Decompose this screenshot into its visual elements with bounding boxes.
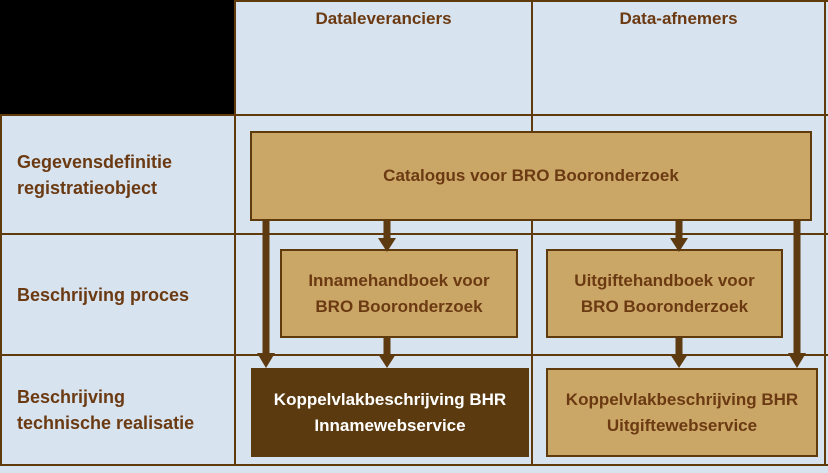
box-uitgiftehandboek: Uitgiftehandboek voor BRO Booronderzoek <box>546 249 783 338</box>
row-label-beschrijving-proces: Beschrijving proces <box>17 284 190 305</box>
table-border-top <box>0 0 828 2</box>
corner-black-cell <box>0 0 234 114</box>
grid-row-divider-header <box>0 114 828 116</box>
arrow-catalogus-to-koppelvlak-inname-icon <box>257 221 275 368</box>
row-label-gegevensdefinitie: Gegevensdefinitie registratieobject <box>17 151 173 198</box>
box-koppelvlak-innamewebservice: Koppelvlakbeschrijving BHR Innamewebserv… <box>251 368 529 457</box>
arrow-uitgiftehandboek-to-koppelvlak-icon <box>670 338 688 368</box>
arrow-catalogus-to-koppelvlak-uitgifte-icon <box>788 221 806 368</box>
box-catalogus: Catalogus voor BRO Booronderzoek <box>250 131 812 221</box>
box-innamehandboek: Innamehandboek voor BRO Booronderzoek <box>280 249 518 338</box>
arrow-catalogus-to-innamehandboek-icon <box>378 221 396 252</box>
table-border-bottom <box>0 464 828 466</box>
row-label-technische-realisatie: Beschrijving technische realisatie <box>17 387 195 433</box>
grid-col-divider-2 <box>531 0 533 466</box>
column-header-dataleveranciers: Dataleveranciers <box>315 9 452 28</box>
box-koppelvlak-uitgiftewebservice: Koppelvlakbeschrijving BHR Uitgiftewebse… <box>546 368 818 457</box>
table-border-right <box>824 0 826 466</box>
grid-row-divider-2 <box>0 354 828 356</box>
arrow-catalogus-to-uitgiftehandboek-icon <box>670 221 688 252</box>
column-header-data-afnemers: Data-afnemers <box>619 9 738 28</box>
table-border-left <box>0 0 2 466</box>
arrow-innamehandboek-to-koppelvlak-icon <box>378 338 396 368</box>
grid-row-divider-1 <box>0 233 828 235</box>
grid-col-divider-1 <box>234 0 236 466</box>
